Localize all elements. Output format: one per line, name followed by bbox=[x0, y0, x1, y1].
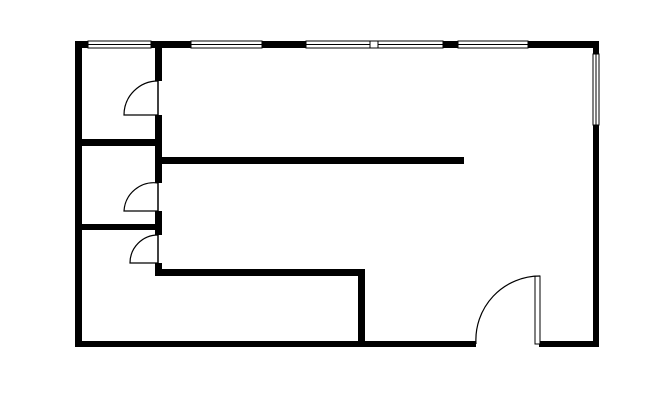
wall-bottom-left bbox=[75, 341, 476, 347]
interior-walls bbox=[75, 41, 464, 347]
doors bbox=[123, 80, 541, 345]
wall-closet-divider-3 bbox=[155, 211, 162, 235]
wall-partition-lower-v bbox=[358, 269, 365, 347]
room-closet-middle bbox=[80, 146, 158, 224]
door-entrance bbox=[475, 275, 541, 345]
rooms bbox=[80, 46, 594, 342]
room-closet-top bbox=[80, 46, 158, 141]
window-top-1 bbox=[87, 40, 152, 49]
window-top-3b bbox=[377, 40, 444, 49]
wall-closet-divider-2 bbox=[155, 115, 162, 183]
wall-left bbox=[75, 41, 82, 347]
wall-partition-lower-h bbox=[155, 269, 365, 276]
wall-closet-sep-bottom bbox=[75, 224, 162, 230]
wall-top-d bbox=[443, 41, 458, 48]
door-closet-middle bbox=[123, 182, 159, 212]
wall-closet-sep-top bbox=[75, 139, 162, 146]
door-closet-bottom bbox=[129, 234, 159, 264]
wall-top-c bbox=[262, 41, 306, 48]
door-closet-top bbox=[123, 80, 159, 116]
wall-partition-long bbox=[155, 157, 464, 164]
wall-top-b bbox=[151, 41, 191, 48]
wall-closet-divider-1 bbox=[155, 41, 162, 81]
exterior-walls bbox=[75, 41, 599, 347]
window-top-4 bbox=[457, 40, 529, 49]
window-top-mullion bbox=[369, 40, 379, 49]
wall-top-e bbox=[528, 41, 599, 48]
windows bbox=[87, 40, 600, 126]
room-main bbox=[158, 46, 594, 342]
window-right bbox=[592, 53, 600, 126]
wall-right-top bbox=[593, 41, 599, 54]
window-top-3a bbox=[305, 40, 371, 49]
room-closet-bottom bbox=[80, 229, 158, 342]
wall-right-lower bbox=[593, 125, 599, 347]
wall-bottom-right bbox=[539, 341, 599, 347]
window-top-2 bbox=[190, 40, 263, 49]
